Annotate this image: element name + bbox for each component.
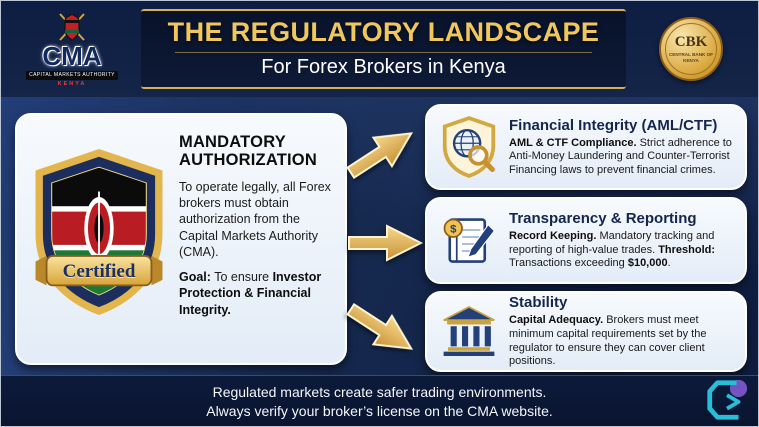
title-divider [174,52,593,53]
cma-coat-of-arms-icon [59,12,85,41]
header: CMA CAPITAL MARKETS AUTHORITY KENYA THE … [1,1,758,97]
arrow-down-icon [346,302,414,350]
arrow-group [339,105,429,367]
footer-line-2: Always verify your broker’s license on t… [206,402,553,419]
panel-title: Financial Integrity (AML/CTF) [509,116,718,134]
panel-title: Transparency & Reporting [509,210,697,228]
financial-integrity-panel: Financial Integrity (AML/CTF) AML & CTF … [425,104,747,190]
panel-lead: Record Keeping. [509,230,597,243]
header-title-block: THE REGULATORY LANDSCAPE For Forex Broke… [141,9,626,89]
cbk-seal-icon: CBK CENTRAL BANK OF KENYA [659,17,723,81]
stability-text: Stability Capital Adequacy. Brokers must… [509,294,733,369]
page-title: THE REGULATORY LANDSCAPE [167,17,600,47]
dollar-symbol: $ [450,224,457,236]
kenya-shield-icon [35,149,163,315]
threshold-amount: $10,000 [627,257,668,270]
panel-lead-2: Threshold: [658,243,716,256]
ledger-pen-icon: $ [439,214,499,267]
certified-shield-badge: Certified [29,127,169,351]
transparency-reporting-text: Transparency & Reporting Record Keeping.… [509,210,733,271]
transparency-reporting-panel: $ Transparency & Reporting Record Keepin… [425,197,747,284]
goal-mid-text: To ensure [210,270,273,285]
certified-banner-label: Certified [62,261,136,282]
cbk-logo: CBK CENTRAL BANK OF KENYA [636,17,746,81]
watermark-logo [707,379,748,420]
bank-building-icon [439,305,499,358]
mandatory-authorization-text: MANDATORY AUTHORIZATION To operate legal… [179,127,333,351]
arrow-right-icon [348,224,423,262]
stability-panel: Stability Capital Adequacy. Brokers must… [425,291,747,372]
panel-body-text-3: . [667,257,671,270]
panel-lead: AML & CTF Compliance. [509,136,637,149]
panel-body: Capital Adequacy. Brokers must meet mini… [509,314,733,369]
panel-body-text: Strict adherence to Anti-Money Launderin… [509,136,732,176]
arrow-up-icon [346,132,414,180]
left-panel-body: To operate legally, all Forex brokers mu… [179,179,331,259]
goal-bold-text: Investor Protection & Financial Integrit… [179,270,322,317]
panel-body: AML & CTF Compliance. Strict adherence t… [509,137,733,178]
cma-logo-caption: CAPITAL MARKETS AUTHORITY [26,70,118,80]
panel-body-text: Mandatory tracking and reporting of high… [509,230,715,256]
panel-title: Stability [509,294,568,312]
goal-label: Goal: [179,270,211,285]
panel-lead: Capital Adequacy. [509,314,604,327]
left-panel-goal: Goal: To ensure Investor Protection & Fi… [179,269,333,318]
cma-logo: CMA CAPITAL MARKETS AUTHORITY KENYA [13,12,131,87]
cbk-logo-caption: CENTRAL BANK OF KENYA [668,52,714,63]
cbk-logo-abbr: CBK [674,34,708,51]
cma-logo-abbr: CMA [42,40,102,71]
footer-line-1: Regulated markets create safer trading e… [212,383,547,400]
panel-body-text: Brokers must meet minimum capital requir… [509,314,707,368]
footer: Regulated markets create safer trading e… [1,375,758,426]
cma-logo-region: KENYA [57,80,87,87]
financial-integrity-text: Financial Integrity (AML/CTF) AML & CTF … [509,117,733,178]
panel-body-text-2: Transactions exceeding [509,257,628,270]
panel-body: Record Keeping. Mandatory tracking and r… [509,230,733,271]
cbk-seal-inner: CBK CENTRAL BANK OF KENYA [665,23,717,75]
shield-globe-magnifier-icon [439,116,499,178]
page-subtitle: For Forex Brokers in Kenya [261,56,506,78]
mandatory-authorization-panel: Certified MANDATORY AUTHORIZATION To ope… [15,113,347,365]
left-panel-heading: MANDATORY AUTHORIZATION [179,133,317,170]
